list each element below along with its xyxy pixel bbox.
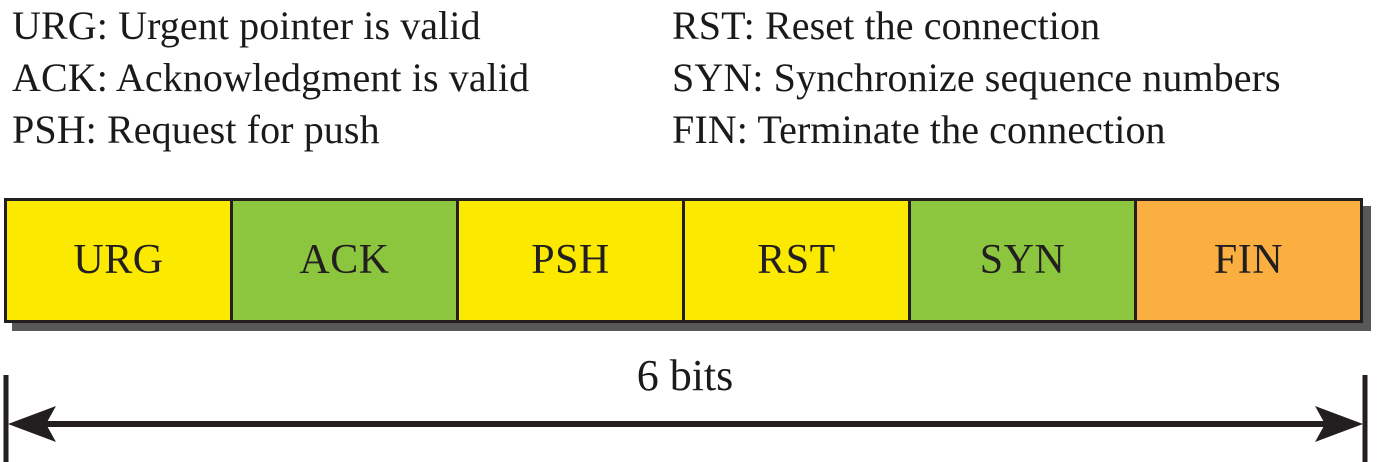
flag-label-urg: URG: [73, 236, 164, 283]
legend-abbr-syn: SYN:: [672, 55, 774, 100]
legend-item-fin: FIN: Terminate the connection: [672, 104, 1281, 156]
dimension-label: 6 bits: [636, 351, 734, 400]
flag-label-psh: PSH: [531, 236, 610, 283]
dimension-arrowhead-right: [1315, 406, 1363, 442]
legend-abbr-urg: URG:: [12, 3, 119, 48]
legend-desc-ack: Acknowledgment is valid: [115, 55, 530, 100]
legend-desc-rst: Reset the connection: [764, 3, 1101, 48]
legend-item-ack: ACK: Acknowledgment is valid: [12, 52, 529, 104]
legend-abbr-rst: RST:: [672, 3, 765, 48]
legend-abbr-ack: ACK:: [12, 55, 116, 100]
legend-desc-psh: Request for push: [107, 107, 380, 152]
flag-cell-rst: RST: [685, 201, 911, 320]
flag-label-ack: ACK: [299, 236, 390, 283]
flags-field-diagram: URG ACK PSH RST SYN FIN: [4, 198, 1371, 331]
dimension-annotation: 6 bits: [0, 340, 1380, 462]
legend-column-left: URG: Urgent pointer is valid ACK: Acknow…: [12, 0, 529, 156]
legend-item-psh: PSH: Request for push: [12, 104, 529, 156]
flag-cell-fin: FIN: [1137, 201, 1360, 320]
flag-cell-urg: URG: [7, 201, 233, 320]
flag-cell-syn: SYN: [911, 201, 1137, 320]
legend-desc-fin: Terminate the connection: [757, 107, 1166, 152]
legend-column-right: RST: Reset the connection SYN: Synchroni…: [672, 0, 1281, 156]
flag-cell-ack: ACK: [233, 201, 459, 320]
legend-item-syn: SYN: Synchronize sequence numbers: [672, 52, 1281, 104]
flag-legend: URG: Urgent pointer is valid ACK: Acknow…: [0, 0, 1380, 170]
legend-item-rst: RST: Reset the connection: [672, 0, 1281, 52]
dimension-double-arrow-icon: [3, 375, 1368, 462]
legend-desc-syn: Synchronize sequence numbers: [773, 55, 1281, 100]
legend-desc-urg: Urgent pointer is valid: [118, 3, 481, 48]
legend-abbr-psh: PSH:: [12, 107, 107, 152]
legend-item-urg: URG: Urgent pointer is valid: [12, 0, 529, 52]
flag-label-rst: RST: [757, 236, 836, 283]
flags-bar: URG ACK PSH RST SYN FIN: [4, 198, 1363, 323]
legend-abbr-fin: FIN:: [672, 107, 758, 152]
flag-label-fin: FIN: [1213, 236, 1284, 283]
dimension-arrowhead-left: [8, 406, 56, 442]
flag-label-syn: SYN: [979, 236, 1066, 283]
flag-cell-psh: PSH: [459, 201, 685, 320]
